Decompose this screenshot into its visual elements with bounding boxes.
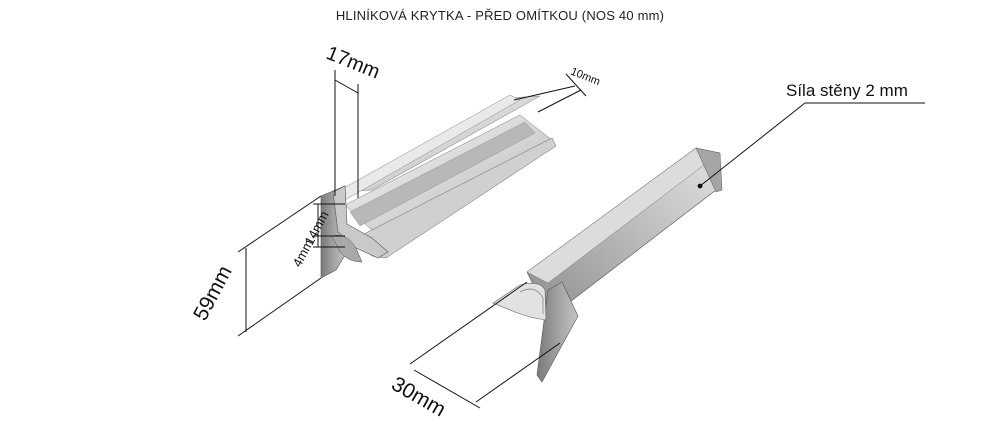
- wall-thickness-callout: Síla stěny 2 mm: [786, 81, 908, 100]
- dim-10-ext-a: [513, 85, 576, 101]
- callout-leader-diagonal: [699, 102, 806, 187]
- left-profile: [320, 94, 557, 279]
- right-cap-inner-profile: [492, 283, 547, 321]
- dim-59-top-ext: [237, 195, 322, 253]
- dim-17-line: [334, 79, 359, 94]
- right-cap-top-strip: [526, 147, 721, 284]
- dim-10-line: [565, 73, 587, 97]
- right-cap-end-face: [695, 147, 723, 193]
- diagram-title: HLINÍKOVÁ KRYTKA - PŘED OMÍTKOU (NOS 40 …: [335, 8, 665, 23]
- right-cap-vertical-flap: [536, 281, 579, 383]
- dim-label-10mm: 10mm: [569, 66, 602, 89]
- dimension-lines: [237, 70, 925, 409]
- dim-label-59mm: 59mm: [189, 262, 237, 324]
- dim-label-30mm: 30mm: [388, 372, 450, 421]
- right-end-cap: [492, 147, 723, 383]
- dim-30-left-ext: [409, 281, 528, 365]
- dim-59-bot-ext: [237, 277, 322, 337]
- dim-label-17mm: 17mm: [323, 42, 383, 83]
- dim-10-ext-b: [537, 89, 582, 113]
- dim-30-right-ext: [475, 342, 561, 403]
- dim-30-line: [413, 369, 481, 409]
- right-cap-inner-curve: [519, 288, 544, 314]
- left-groove: [349, 121, 536, 227]
